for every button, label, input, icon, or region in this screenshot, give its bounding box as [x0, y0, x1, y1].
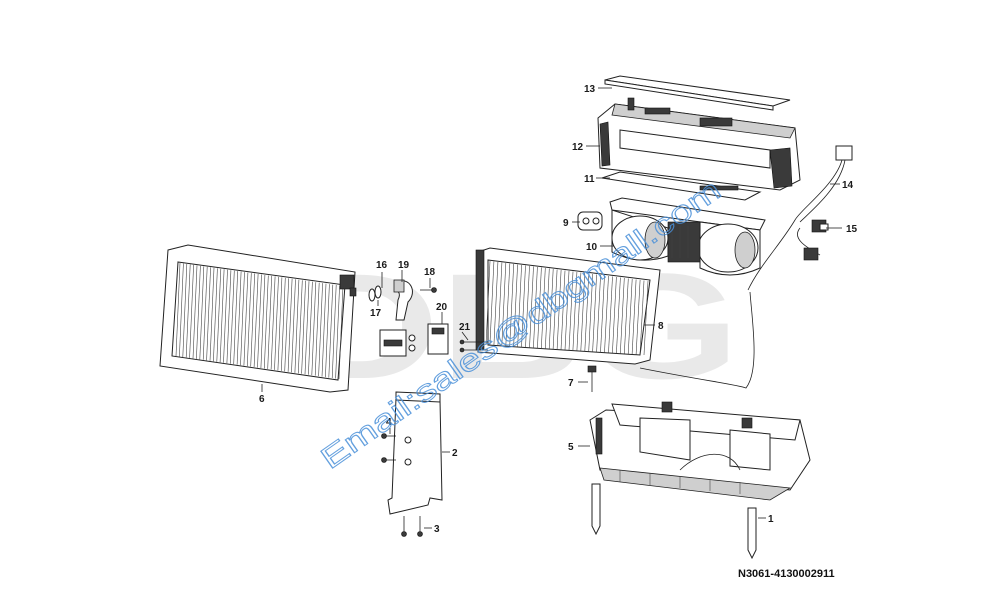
callout-8: 8 [658, 321, 664, 332]
part-10-blower [609, 197, 766, 276]
callout-19: 19 [398, 260, 410, 271]
callout-21: 21 [459, 322, 471, 333]
part-12-upper-housing [597, 97, 801, 191]
part-4-screws [381, 433, 396, 463]
part-14-harness [747, 145, 853, 291]
callout-13: 13 [584, 84, 596, 95]
callout-11: 11 [584, 174, 595, 185]
callout-2: 2 [452, 448, 458, 459]
part-18-bolt [420, 287, 437, 293]
part-20-valve [427, 323, 449, 355]
drain-hose [639, 291, 755, 389]
part-1-legs [591, 483, 757, 560]
part-19-pipe [393, 279, 413, 321]
part-2-bracket [387, 391, 443, 515]
callout-10: 10 [586, 242, 598, 253]
part-8-heater-core [475, 247, 661, 365]
callout-15: 15 [846, 224, 858, 235]
part-7-bolt [587, 365, 597, 392]
callout-12: 12 [572, 142, 584, 153]
callout-1: 1 [768, 514, 774, 525]
callout-3: 3 [434, 524, 440, 535]
part-17-o-ring [368, 288, 376, 302]
part-6-radiator [159, 244, 357, 393]
callout-14: 14 [842, 180, 854, 191]
leader-lines [261, 87, 842, 529]
part-13-top-cover [604, 75, 791, 111]
callout-9: 9 [563, 218, 569, 229]
valve-block [379, 329, 416, 357]
callout-labels: 13 12 11 9 10 14 15 8 6 16 17 19 18 20 2… [259, 84, 858, 535]
part-9-bracket [577, 211, 603, 231]
part-21-bolts [459, 339, 488, 353]
part-16-o-ring [374, 285, 382, 299]
callout-5: 5 [568, 442, 574, 453]
callout-17: 17 [370, 308, 382, 319]
part-15-connector [803, 219, 829, 261]
callout-20: 20 [436, 302, 448, 313]
part-5-lower-housing [589, 401, 811, 501]
callout-7: 7 [568, 378, 574, 389]
part-11-gasket [601, 171, 762, 201]
part-3-screws [401, 516, 423, 537]
callout-16: 16 [376, 260, 388, 271]
drawing-code: N3061-4130002911 [738, 568, 835, 580]
callout-18: 18 [424, 267, 436, 278]
callout-4: 4 [386, 417, 392, 428]
callout-6: 6 [259, 394, 265, 405]
